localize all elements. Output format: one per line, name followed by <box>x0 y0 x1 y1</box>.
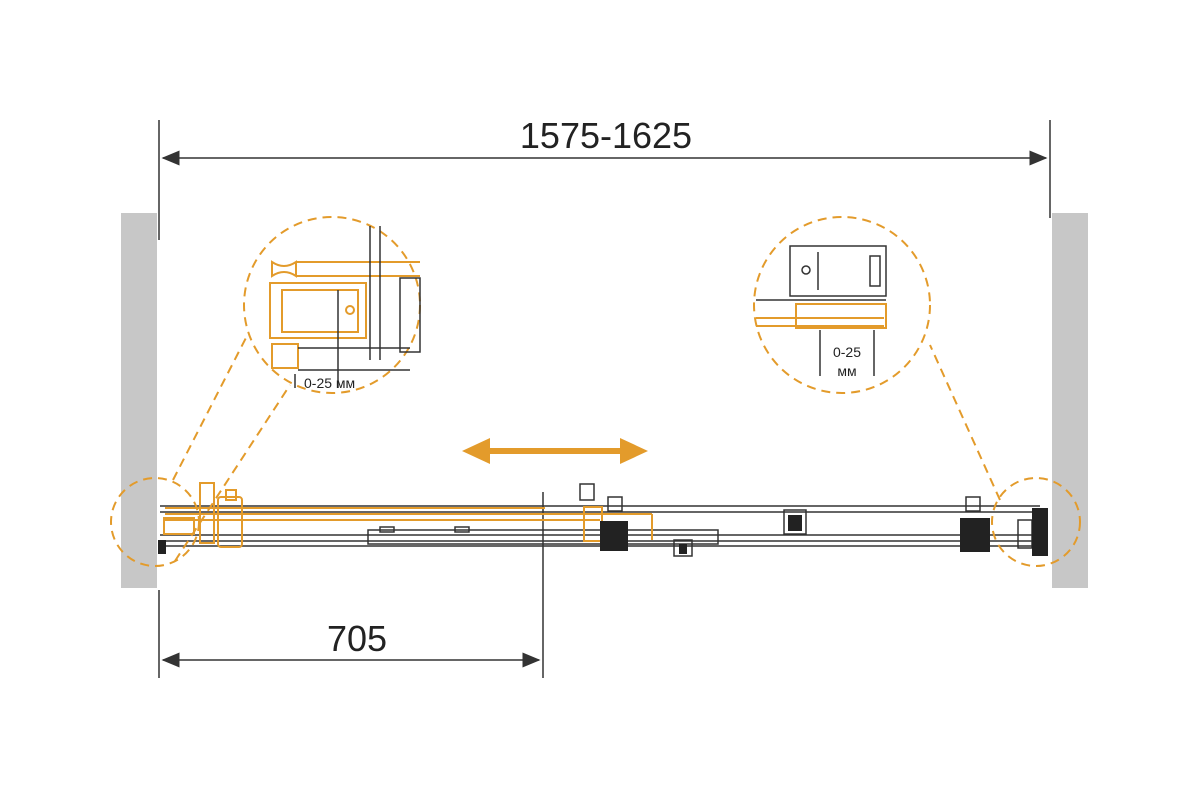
overall-width-label: 1575-1625 <box>520 115 692 156</box>
left-end-callout <box>110 329 291 567</box>
left-adjustment-label: 0-25 мм <box>304 375 355 391</box>
door-opening-dimension: 705 <box>158 492 544 678</box>
double-arrow-icon <box>462 438 648 464</box>
right-detail-magnifier: 0-25 мм <box>753 216 931 394</box>
left-wall <box>121 213 157 588</box>
sliding-door-panel <box>163 482 653 548</box>
door-opening-label: 705 <box>327 618 387 659</box>
right-adjustment-unit: мм <box>837 363 856 379</box>
right-wall <box>1052 213 1088 588</box>
overall-width-dimension: 1575-1625 <box>158 115 1051 240</box>
right-adjustment-value: 0-25 <box>833 344 861 360</box>
left-detail-magnifier: 0-25 мм <box>243 216 421 394</box>
roller-hardware <box>158 483 1048 557</box>
right-end-callout <box>929 344 1081 567</box>
